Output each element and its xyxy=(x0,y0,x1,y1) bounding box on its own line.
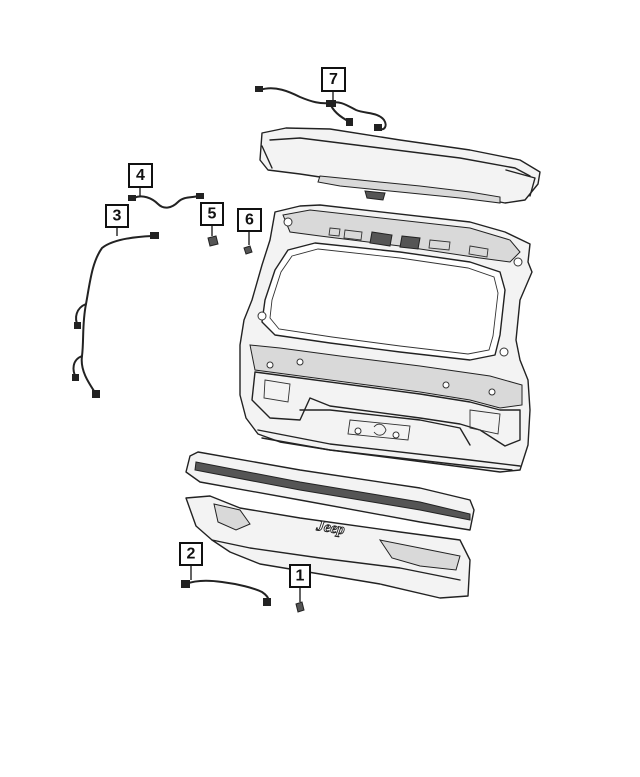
svg-text:6: 6 xyxy=(245,212,254,229)
svg-text:7: 7 xyxy=(329,71,338,88)
svg-text:3: 3 xyxy=(113,208,122,225)
liftgate-wiring-harness xyxy=(72,232,159,398)
liftgate-applique xyxy=(185,451,475,531)
callout-7: 7 xyxy=(321,67,346,92)
callout-6: 6 xyxy=(237,208,262,232)
connector-5 xyxy=(207,235,219,247)
svg-text:2: 2 xyxy=(187,546,196,563)
liftgate xyxy=(239,204,533,473)
rear-spoiler xyxy=(259,127,541,204)
lower-fascia: Jeep xyxy=(185,495,471,599)
rear-camera xyxy=(295,601,305,613)
jumper-wiring xyxy=(128,193,204,209)
callout-3: 3 xyxy=(105,204,129,228)
svg-text:1: 1 xyxy=(296,568,305,585)
spoiler-wiring xyxy=(255,86,387,131)
callout-4: 4 xyxy=(128,163,153,188)
callout-2: 2 xyxy=(179,542,203,566)
svg-text:5: 5 xyxy=(208,206,217,223)
connector-6 xyxy=(243,245,253,255)
callout-5: 5 xyxy=(200,202,224,226)
jeep-emblem: Jeep xyxy=(314,518,346,538)
fascia-wiring-harness xyxy=(181,579,271,606)
callout-1: 1 xyxy=(289,564,311,588)
svg-text:4: 4 xyxy=(136,167,145,184)
